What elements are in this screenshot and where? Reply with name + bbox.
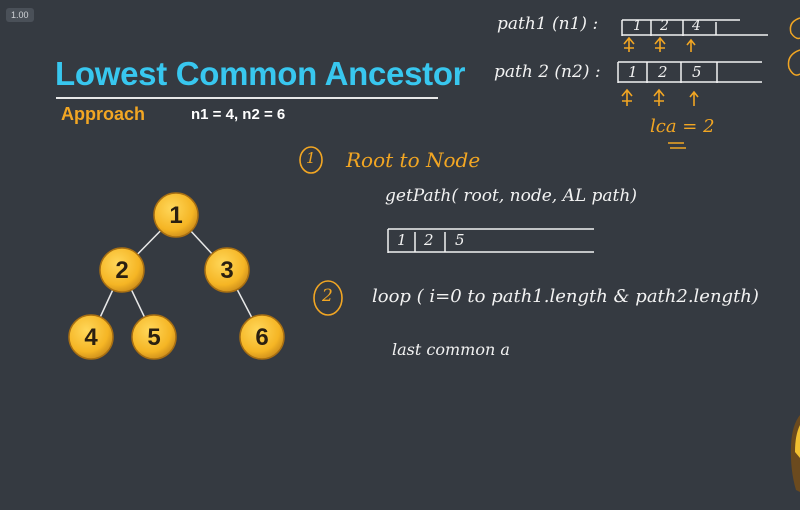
lca-result: lca = 2 [650, 116, 715, 137]
problem-params: n1 = 4, n2 = 6 [191, 106, 286, 123]
path2-cell-1: 1 [628, 63, 638, 81]
node-label-1: 1 [169, 202, 182, 229]
title-underline [56, 97, 438, 99]
tree-node-5: 5 [131, 314, 177, 360]
section-label: Approach [61, 104, 146, 124]
tree-node-6: 6 [239, 314, 285, 360]
step1-number: 1 [306, 149, 316, 167]
path2-cell-3: 5 [692, 63, 702, 81]
playback-time: 1.00 [6, 8, 34, 22]
tree-node-1: 1 [153, 192, 199, 238]
path1-cell-2: 2 [660, 18, 669, 34]
getpath-signature: getPath( root, node, AL path) [385, 186, 637, 206]
step1-text: Root to Node [346, 148, 481, 172]
getpath-cell-1: 1 [397, 231, 407, 249]
node-label-3: 3 [220, 257, 233, 284]
getpath-cell-2: 2 [424, 231, 434, 249]
path2-cell-2: 2 [658, 63, 668, 81]
slide-title: Lowest Common Ancestor [55, 55, 466, 92]
node-label-2: 2 [115, 257, 128, 284]
node-label-4: 4 [84, 324, 98, 351]
step2-line2: last common a [392, 340, 510, 359]
path2-label: path 2 (n2) : [494, 62, 601, 82]
tree-node-4: 4 [68, 314, 114, 360]
path1-cell-1: 1 [633, 18, 642, 34]
node-label-5: 5 [147, 324, 160, 351]
path1-label: path1 (n1) : [497, 14, 599, 34]
path1-cell-3: 4 [692, 18, 701, 34]
tree-node-3: 3 [204, 247, 250, 293]
node-label-6: 6 [255, 324, 268, 351]
tree-node-2: 2 [99, 247, 145, 293]
getpath-cell-3: 5 [455, 231, 465, 249]
step2-number: 2 [322, 286, 333, 306]
step2-loop: loop ( i=0 to path1.length & path2.lengt… [372, 286, 759, 307]
